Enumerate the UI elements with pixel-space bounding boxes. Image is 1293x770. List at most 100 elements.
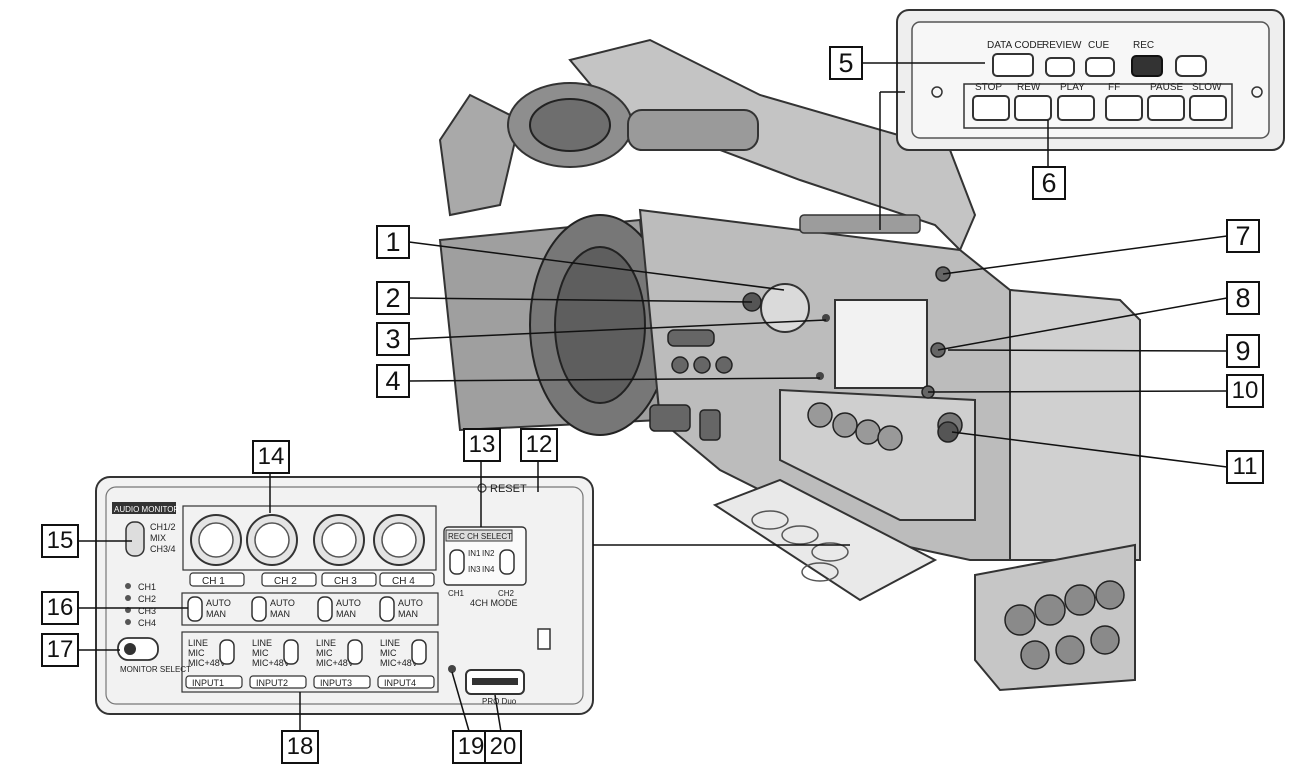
auto-label-1: AUTO — [206, 598, 231, 608]
callout-2: 2 — [376, 281, 410, 315]
man-label-1: MAN — [206, 609, 226, 619]
transport-label-play: PLAY — [1060, 82, 1085, 93]
callout-3: 3 — [376, 322, 410, 356]
input-switch-3[interactable] — [347, 639, 363, 665]
auto-man-switch-1[interactable] — [187, 596, 203, 622]
callout-17: 17 — [41, 633, 79, 667]
input-mode-4-0: LINE — [380, 638, 400, 648]
auto-label-3: AUTO — [336, 598, 361, 608]
transport-label-stop: STOP — [975, 82, 1002, 93]
data-code-button[interactable] — [992, 53, 1034, 77]
transport-label-ff: FF — [1108, 82, 1120, 93]
input-mode-3-0: LINE — [316, 638, 336, 648]
rew-button[interactable] — [1014, 95, 1052, 121]
led-ch4 — [125, 619, 131, 625]
rec-ch-label-ch1: CH1 — [448, 589, 465, 598]
card-eject-lever[interactable] — [537, 628, 551, 650]
transport-label-slow: SLOW — [1192, 82, 1222, 93]
rec-ch-label-in4: IN4 — [482, 565, 495, 574]
audio-monitor-bar — [112, 502, 176, 514]
input-label-4: INPUT4 — [384, 678, 416, 688]
rec-button[interactable] — [1131, 55, 1163, 77]
led-ch2 — [125, 595, 131, 601]
input-mode-3-2: MIC+48V — [316, 658, 354, 668]
transport-label-rew: REW — [1017, 82, 1041, 93]
input-mode-2-1: MIC — [252, 648, 269, 658]
callout-7: 7 — [1226, 219, 1260, 253]
input-mode-4-2: MIC+48V — [380, 658, 418, 668]
monitor-select-text: MONITOR SELECT — [120, 665, 191, 674]
slow-button[interactable] — [1189, 95, 1227, 121]
ff-button[interactable] — [1105, 95, 1143, 121]
rec-ch-label-in2: IN2 — [482, 549, 495, 558]
stop-button[interactable] — [972, 95, 1010, 121]
transport-label-rec: REC — [1133, 40, 1154, 51]
input-switches: LINEMICMIC+48VINPUT1LINEMICMIC+48VINPUT2… — [181, 631, 439, 693]
monitor-select-label: MONITOR SELECT — [120, 665, 191, 674]
led-label-ch1: CH1 — [138, 582, 156, 592]
monitor-mode-2: CH3/4 — [150, 544, 176, 554]
leader-lines — [78, 62, 1228, 739]
monitor-mode-0: CH1/2 — [150, 522, 176, 532]
callout-15: 15 — [41, 524, 79, 558]
auto-label-4: AUTO — [398, 598, 423, 608]
transport-top-buttons — [972, 53, 1227, 121]
transport-bottom-buttons — [963, 83, 1233, 129]
rec-ch-label-in1: IN1 — [468, 549, 481, 558]
channel-label-4: CH 4 — [392, 576, 415, 587]
callout-19: 19 — [452, 730, 490, 764]
man-label-2: MAN — [270, 609, 290, 619]
transport-label-data-code: DATA CODE — [987, 40, 1044, 51]
input-switch-2[interactable] — [283, 639, 299, 665]
callout-16: 16 — [41, 591, 79, 625]
ch-mode-label: 4CH MODE — [470, 598, 518, 608]
input-mode-1-2: MIC+48V — [188, 658, 226, 668]
transport-label-cue: CUE — [1088, 40, 1109, 51]
rec-aux-button[interactable] — [1175, 55, 1207, 77]
led-label-ch3: CH3 — [138, 606, 156, 616]
auto-man-switch-2[interactable] — [251, 596, 267, 622]
play-button[interactable] — [1057, 95, 1095, 121]
access-lamp — [448, 665, 456, 673]
input-mode-1-0: LINE — [188, 638, 208, 648]
channel-label-3: CH 3 — [334, 576, 357, 587]
callout-1: 1 — [376, 225, 410, 259]
input-mode-1-1: MIC — [188, 648, 205, 658]
callout-8: 8 — [1226, 281, 1260, 315]
callout-18: 18 — [281, 730, 319, 764]
input-label-2: INPUT2 — [256, 678, 288, 688]
audio-monitor-label: AUDIO MONITOR — [114, 505, 179, 514]
callout-9: 9 — [1226, 334, 1260, 368]
reset-button[interactable] — [477, 483, 487, 493]
auto-man-switch-4[interactable] — [379, 596, 395, 622]
callout-11: 11 — [1226, 450, 1264, 484]
input-mode-2-0: LINE — [252, 638, 272, 648]
input-switch-4[interactable] — [411, 639, 427, 665]
man-label-3: MAN — [336, 609, 356, 619]
cue-button[interactable] — [1085, 57, 1115, 77]
input-label-1: INPUT1 — [192, 678, 224, 688]
review-button[interactable] — [1045, 57, 1075, 77]
rec-ch1-switch[interactable] — [449, 549, 465, 575]
callout-14: 14 — [252, 440, 290, 474]
channel-label-2: CH 2 — [274, 576, 297, 587]
reset-label: RESET — [490, 483, 527, 495]
callout-12: 12 — [520, 428, 558, 462]
auto-man-switch-3[interactable] — [317, 596, 333, 622]
rec-ch-label-in3: IN3 — [468, 565, 481, 574]
audio-monitor-switch[interactable] — [125, 521, 145, 557]
input-label-3: INPUT3 — [320, 678, 352, 688]
pause-button[interactable] — [1147, 95, 1185, 121]
channel-label-1: CH 1 — [202, 576, 225, 587]
input-switch-1[interactable] — [219, 639, 235, 665]
rec-ch2-switch[interactable] — [499, 549, 515, 575]
rec-ch-select-label: REC CH SELECT — [448, 532, 512, 541]
audio-level-knobs — [182, 505, 437, 571]
callout-6: 6 — [1032, 166, 1066, 200]
callout-5: 5 — [829, 46, 863, 80]
